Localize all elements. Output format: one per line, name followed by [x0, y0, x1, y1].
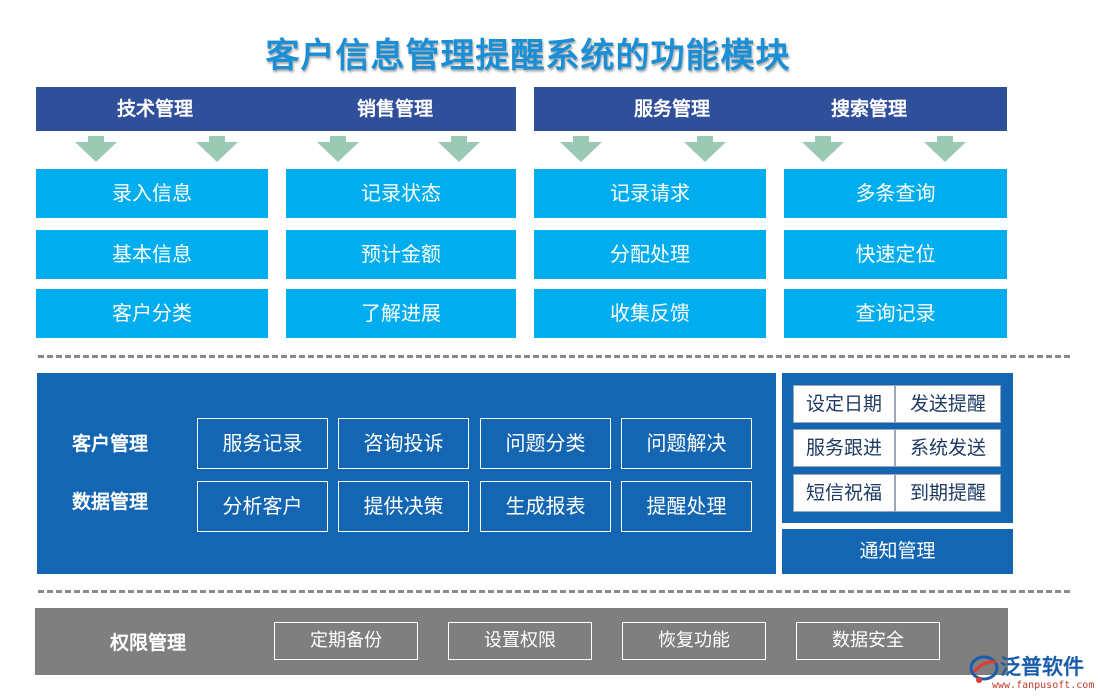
feature-box: 提供决策	[338, 481, 469, 532]
brand-name: 泛普软件	[1000, 655, 1084, 679]
function-box: 记录状态	[286, 169, 516, 218]
function-box: 多条查询	[784, 169, 1007, 218]
function-box: 预计金额	[286, 230, 516, 279]
function-box: 查询记录	[784, 289, 1007, 338]
notification-cell: 短信祝福	[793, 474, 895, 512]
feature-box: 问题解决	[621, 418, 752, 469]
permission-bar	[35, 608, 1008, 675]
notification-cell: 服务跟进	[793, 429, 895, 467]
permission-item: 定期备份	[274, 622, 418, 660]
permission-item: 数据安全	[796, 622, 940, 660]
function-box: 快速定位	[784, 230, 1007, 279]
header-sales-management: 销售管理	[356, 98, 433, 120]
brand-url: www.fanpusoft.com	[992, 680, 1095, 691]
customer-management-label: 客户管理	[72, 433, 149, 455]
permission-item: 恢复功能	[622, 622, 766, 660]
brand-logo-icon	[969, 655, 999, 683]
down-arrow-icon	[924, 136, 966, 162]
down-arrow-icon	[317, 136, 359, 162]
feature-box: 问题分类	[480, 418, 611, 469]
permission-item: 设置权限	[448, 622, 592, 660]
feature-box: 分析客户	[197, 481, 328, 532]
function-box: 客户分类	[36, 289, 268, 338]
feature-box: 咨询投诉	[338, 418, 469, 469]
down-arrow-icon	[438, 136, 480, 162]
notification-cell: 发送提醒	[895, 385, 1001, 423]
notification-cell: 设定日期	[793, 385, 895, 423]
feature-box: 提醒处理	[621, 481, 752, 532]
notification-management-label: 通知管理	[782, 529, 1013, 574]
down-arrow-icon	[684, 136, 726, 162]
function-box: 收集反馈	[534, 289, 766, 338]
down-arrow-icon	[802, 136, 844, 162]
function-box: 录入信息	[36, 169, 268, 218]
permission-management-label: 权限管理	[110, 632, 187, 654]
management-panel	[37, 373, 776, 574]
down-arrow-icon	[75, 136, 117, 162]
function-box: 记录请求	[534, 169, 766, 218]
notification-cell: 到期提醒	[895, 474, 1001, 512]
down-arrow-icon	[560, 136, 602, 162]
section-divider	[38, 355, 1070, 358]
header-tech-management: 技术管理	[116, 98, 193, 120]
feature-box: 服务记录	[197, 418, 328, 469]
header-search-management: 搜索管理	[830, 98, 907, 120]
feature-box: 生成报表	[480, 481, 611, 532]
header-bar-right	[534, 87, 1007, 131]
header-service-management: 服务管理	[633, 98, 710, 120]
diagram-title: 客户信息管理提醒系统的功能模块	[265, 36, 791, 76]
function-box: 了解进展	[286, 289, 516, 338]
header-bar-left	[36, 87, 516, 131]
function-box: 分配处理	[534, 230, 766, 279]
data-management-label: 数据管理	[72, 491, 149, 513]
notification-cell: 系统发送	[895, 429, 1001, 467]
section-divider	[38, 590, 1070, 593]
down-arrow-icon	[196, 136, 238, 162]
function-box: 基本信息	[36, 230, 268, 279]
